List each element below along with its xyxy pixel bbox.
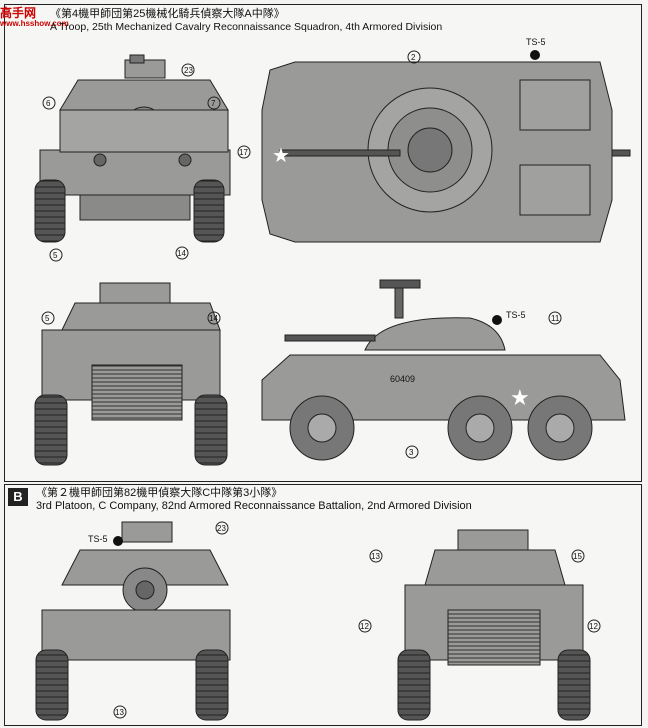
part-number: 17 bbox=[239, 148, 248, 157]
paint-code-label: TS-5 bbox=[526, 37, 546, 47]
paint-code-label: TS-5 bbox=[506, 310, 526, 320]
part-number: 23 bbox=[184, 66, 193, 75]
part-number: 13 bbox=[371, 552, 380, 561]
a-top-view: ★ bbox=[261, 61, 631, 243]
watermark-logo: 高手网 www.hsshow.com bbox=[0, 4, 69, 28]
a-side-view: ★ 60409 bbox=[261, 279, 626, 461]
section-b-header: 《第２機甲師団第82機甲偵察大隊C中隊第3小隊》 3rd Platoon, C … bbox=[36, 487, 472, 513]
part-number: 3 bbox=[409, 448, 414, 457]
vehicle-serial: 60409 bbox=[390, 374, 415, 384]
part-number: 11 bbox=[551, 314, 560, 323]
section-a-title-jp: 《第4機甲師団第25機械化騎兵偵察大隊A中隊》 bbox=[50, 8, 285, 20]
part-number: 13 bbox=[115, 708, 124, 717]
svg-text:★: ★ bbox=[272, 145, 290, 167]
paint-callouts: TS-5 TS-5 TS-5 bbox=[88, 37, 546, 546]
part-number: 12 bbox=[360, 622, 369, 631]
part-number: 23 bbox=[217, 524, 226, 533]
a-front-view bbox=[34, 54, 231, 243]
section-b-title-jp: 《第２機甲師団第82機甲偵察大隊C中隊第3小隊》 bbox=[36, 487, 283, 499]
paint-code-label: TS-5 bbox=[88, 534, 108, 544]
b-rear-view bbox=[397, 529, 591, 721]
part-number: 6 bbox=[46, 99, 51, 108]
part-number: 14 bbox=[209, 314, 218, 323]
part-number: 14 bbox=[177, 249, 186, 258]
section-b-badge: B bbox=[8, 488, 28, 506]
a-rear-view bbox=[34, 282, 228, 466]
part-number: 5 bbox=[53, 251, 58, 260]
b-front-view bbox=[35, 521, 231, 721]
part-number: 15 bbox=[573, 552, 582, 561]
part-number-callouts: 23 6 7 5 14 2 17 5 14 11 3 23 13 13 15 1… bbox=[41, 50, 601, 719]
part-number: 7 bbox=[211, 99, 216, 108]
part-number: 5 bbox=[45, 314, 50, 323]
svg-text:★: ★ bbox=[510, 385, 530, 410]
section-a-title-en: A Troop, 25th Mechanized Cavalry Reconna… bbox=[50, 21, 443, 33]
part-number: 12 bbox=[589, 622, 598, 631]
watermark-url: www.hsshow.com bbox=[0, 19, 69, 28]
section-a-header: 《第4機甲師団第25機械化騎兵偵察大隊A中隊》 A Troop, 25th Me… bbox=[8, 8, 442, 34]
section-b-title-en: 3rd Platoon, C Company, 82nd Armored Rec… bbox=[36, 500, 472, 512]
watermark-text: 高手网 bbox=[0, 6, 37, 20]
part-number: 2 bbox=[411, 53, 416, 62]
